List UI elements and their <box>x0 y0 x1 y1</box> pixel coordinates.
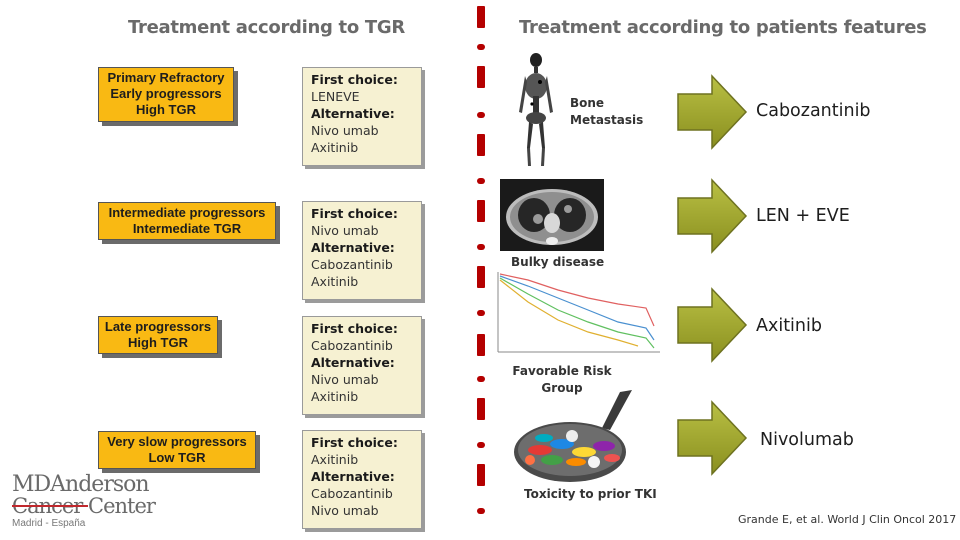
first-choice-label: First choice: <box>311 72 398 87</box>
alternative-item: Cabozantinib <box>311 257 393 272</box>
alternative-item: Axitinib <box>311 274 359 289</box>
choice-box-2: First choice: Nivo umab Alternative: Cab… <box>302 201 422 300</box>
arrow-right-icon <box>677 400 748 476</box>
choice-box-1: First choice: LENEVE Alternative: Nivo u… <box>302 67 422 166</box>
logo-line-2: Cancer Center <box>12 496 156 517</box>
feature-label-line: Bone <box>570 96 605 110</box>
first-choice-item: Cabozantinib <box>311 338 393 353</box>
logo-line-3: Madrid - España <box>12 518 86 529</box>
criteria-box-3: Late progressors High TGR <box>98 316 218 354</box>
criteria-line: Early progressors <box>110 86 222 101</box>
alternative-item: Nivo umab <box>311 372 379 387</box>
ct-scan-icon <box>500 179 604 251</box>
alternative-item: Nivo umab <box>311 503 379 518</box>
treatment-label: LEN + EVE <box>756 206 850 226</box>
alternative-label: Alternative: <box>311 355 395 370</box>
arrow-right-icon <box>677 74 748 150</box>
criteria-box-1: Primary Refractory Early progressors Hig… <box>98 67 234 122</box>
first-choice-item: LENEVE <box>311 89 360 104</box>
feature-label-line: Group <box>541 381 583 395</box>
logo-line-1: MDAnderson <box>12 472 150 497</box>
choice-box-3: First choice: Cabozantinib Alternative: … <box>302 316 422 415</box>
alternative-item: Axitinib <box>311 389 359 404</box>
alternative-label: Alternative: <box>311 469 395 484</box>
criteria-line: Intermediate TGR <box>132 221 242 236</box>
first-choice-item: Nivo umab <box>311 223 379 238</box>
alternative-label: Alternative: <box>311 106 395 121</box>
citation: Grande E, et al. World J Clin Oncol 2017 <box>738 513 957 526</box>
right-heading: Treatment according to patients features <box>519 17 927 38</box>
alternative-item: Cabozantinib <box>311 486 393 501</box>
left-heading: Treatment according to TGR <box>128 17 405 38</box>
treatment-label: Nivolumab <box>760 430 854 450</box>
first-choice-label: First choice: <box>311 321 398 336</box>
feature-label-1: Bone Metastasis <box>570 95 643 129</box>
criteria-box-2: Intermediate progressors Intermediate TG… <box>98 202 276 240</box>
criteria-line: Intermediate progressors <box>108 205 266 220</box>
criteria-line: Primary Refractory <box>107 70 225 85</box>
survival-curve-icon <box>488 268 664 356</box>
arrow-right-icon <box>677 178 748 254</box>
criteria-line: Low TGR <box>148 450 206 465</box>
alternative-item: Axitinib <box>311 140 359 155</box>
feature-label-line: Bulky disease <box>511 255 605 269</box>
feature-label-2: Bulky disease <box>511 254 604 271</box>
criteria-line: Late progressors <box>104 319 212 334</box>
feature-label-3: Favorable Risk Group <box>510 363 614 397</box>
alternative-item: Nivo umab <box>311 123 379 138</box>
first-choice-label: First choice: <box>311 435 398 450</box>
mdanderson-logo: MDAnderson Cancer Center Madrid - España <box>12 472 156 529</box>
alternative-label: Alternative: <box>311 240 395 255</box>
skeleton-scan-icon <box>516 52 556 170</box>
arrow-right-icon <box>677 287 748 363</box>
pills-spoon-icon <box>510 390 636 486</box>
criteria-line: High TGR <box>136 102 196 117</box>
treatment-label: Axitinib <box>756 316 822 336</box>
criteria-line: Very slow progressors <box>107 434 247 449</box>
feature-label-4: Toxicity to prior TKI <box>524 486 657 503</box>
treatment-label: Cabozantinib <box>756 101 871 121</box>
first-choice-item: Axitinib <box>311 452 359 467</box>
feature-label-line: Favorable Risk <box>512 364 612 378</box>
criteria-line: High TGR <box>128 335 188 350</box>
criteria-box-4: Very slow progressors Low TGR <box>98 431 256 469</box>
choice-box-4: First choice: Axitinib Alternative: Cabo… <box>302 430 422 529</box>
logo-red-stroke <box>12 505 88 507</box>
feature-label-line: Toxicity to prior TKI <box>524 487 657 501</box>
feature-label-line: Metastasis <box>570 113 644 127</box>
first-choice-label: First choice: <box>311 206 398 221</box>
